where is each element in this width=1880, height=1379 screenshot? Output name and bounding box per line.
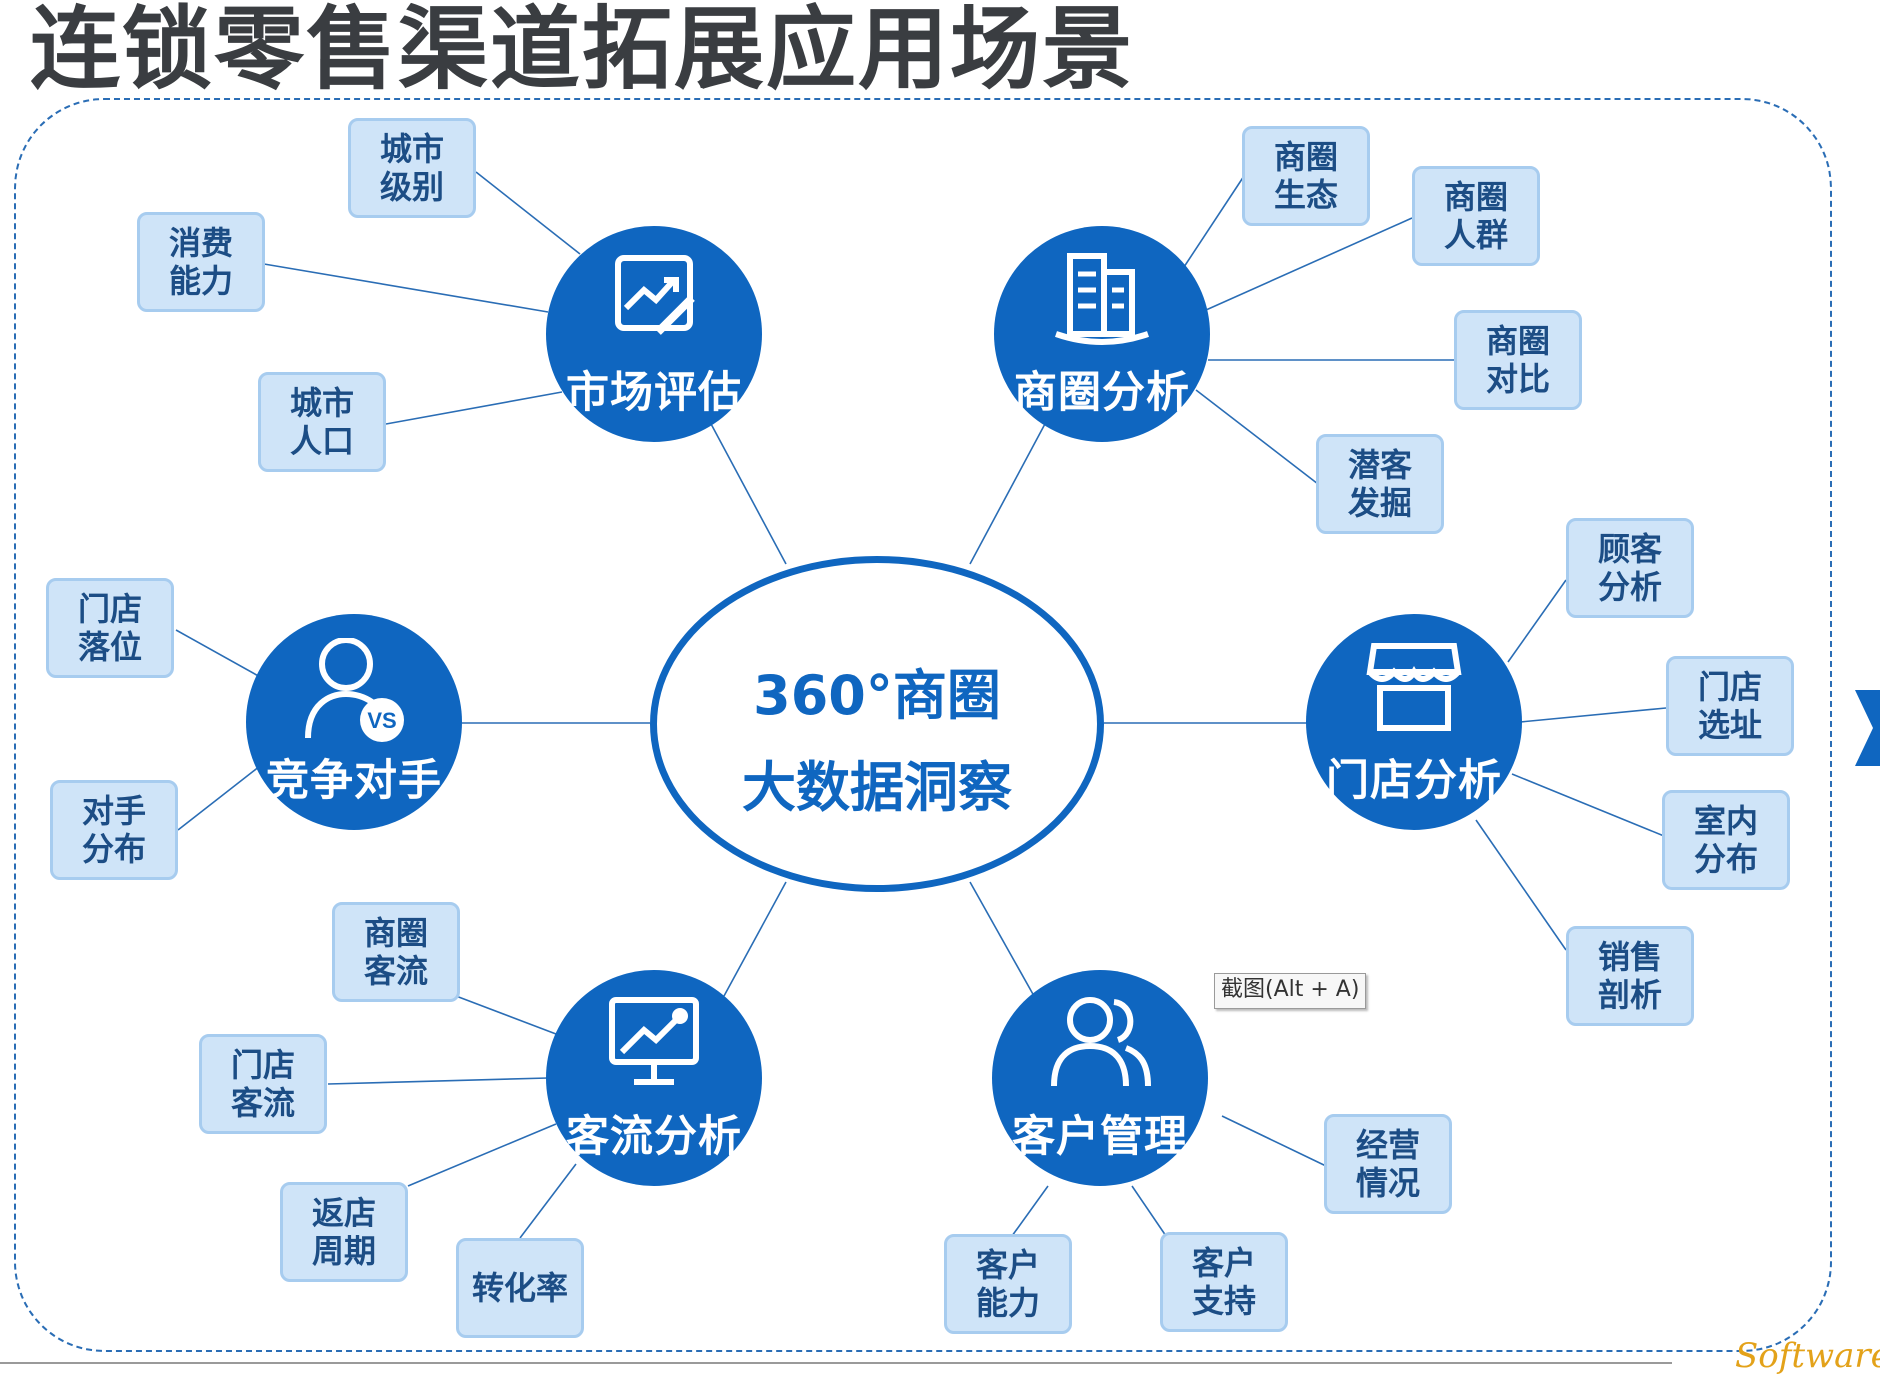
hub-label: 客流分析 bbox=[566, 1112, 742, 1162]
hub-label: 商圈分析 bbox=[1014, 368, 1190, 418]
hub-market-assessment: 市场评估 bbox=[546, 226, 762, 442]
leaf-line: 销售 bbox=[1597, 938, 1662, 976]
leaf-customer-analysis: 顾客分析 bbox=[1566, 518, 1694, 618]
center-title-line2: 大数据洞察 bbox=[742, 756, 1012, 819]
leaf-line: 对比 bbox=[1485, 360, 1550, 398]
bottom-divider bbox=[0, 1362, 1672, 1364]
leaf-line: 分布 bbox=[81, 830, 146, 868]
leaf-line: 客流 bbox=[230, 1084, 295, 1122]
leaf-store-site: 门店选址 bbox=[1666, 656, 1794, 756]
leaf-line: 分布 bbox=[1693, 840, 1758, 878]
leaf-operation-status: 经营情况 bbox=[1324, 1114, 1452, 1214]
leaf-line: 消费 bbox=[168, 224, 233, 262]
leaf-line: 人口 bbox=[289, 422, 354, 460]
hub-store-analysis: 门店分析 bbox=[1306, 614, 1522, 830]
leaf-competitor-distribution: 对手分布 bbox=[50, 780, 178, 880]
leaf-line: 落位 bbox=[77, 628, 142, 666]
monitor-chart-icon bbox=[609, 997, 699, 1085]
leaf-prospect-mining: 潜客发掘 bbox=[1316, 434, 1444, 534]
leaf-line: 经营 bbox=[1355, 1126, 1420, 1164]
leaf-city-population: 城市人口 bbox=[258, 372, 386, 472]
screenshot-tooltip: 截图(Alt + A) bbox=[1214, 973, 1367, 1009]
hub-label: 竞争对手 bbox=[266, 756, 442, 806]
leaf-line: 门店 bbox=[77, 590, 142, 628]
leaf-line: 客流 bbox=[363, 952, 428, 990]
leaf-line: 返店 bbox=[311, 1194, 376, 1232]
leaf-line: 转化率 bbox=[471, 1269, 568, 1307]
leaf-line: 周期 bbox=[311, 1232, 376, 1270]
leaf-line: 顾客 bbox=[1597, 530, 1662, 568]
hub-label: 客户管理 bbox=[1012, 1112, 1188, 1162]
leaf-line: 商圈 bbox=[1443, 178, 1508, 216]
leaf-conversion-rate: 转化率 bbox=[456, 1238, 584, 1338]
leaf-line: 城市 bbox=[379, 130, 444, 168]
leaf-line: 选址 bbox=[1697, 706, 1762, 744]
software-watermark: Software bbox=[1735, 1336, 1880, 1376]
leaf-line: 商圈 bbox=[1485, 322, 1550, 360]
leaf-line: 对手 bbox=[81, 792, 146, 830]
leaf-sales-analysis: 销售剖析 bbox=[1566, 926, 1694, 1026]
leaf-line: 潜客 bbox=[1347, 446, 1412, 484]
leaf-line: 发掘 bbox=[1347, 484, 1412, 522]
leaf-indoor-distribution: 室内分布 bbox=[1662, 790, 1790, 890]
storefront-icon bbox=[1366, 643, 1462, 731]
hub-district-analysis: 商圈分析 bbox=[994, 226, 1210, 442]
center-ellipse: 360°商圈 大数据洞察 bbox=[650, 556, 1104, 892]
leaf-customer-support: 客户支持 bbox=[1160, 1232, 1288, 1332]
leaf-store-traffic: 门店客流 bbox=[199, 1034, 327, 1134]
hub-competitor: VS 竞争对手 bbox=[246, 614, 462, 830]
leaf-return-cycle: 返店周期 bbox=[280, 1182, 408, 1282]
leaf-line: 商圈 bbox=[1273, 138, 1338, 176]
hub-traffic-analysis: 客流分析 bbox=[546, 970, 762, 1186]
page-title: 连锁零售渠道拓展应用场景 bbox=[30, 0, 1134, 102]
leaf-line: 客户 bbox=[975, 1246, 1040, 1284]
leaf-line: 客户 bbox=[1191, 1244, 1256, 1282]
user-vs-icon: VS bbox=[305, 638, 404, 742]
leaf-line: 支持 bbox=[1191, 1282, 1256, 1320]
leaf-consumption-ability: 消费能力 bbox=[137, 212, 265, 312]
leaf-line: 生态 bbox=[1273, 176, 1338, 214]
building-icon bbox=[1055, 253, 1149, 345]
chevron-right-icon[interactable] bbox=[1855, 690, 1880, 766]
leaf-line: 能力 bbox=[975, 1284, 1040, 1322]
hub-customer-management: 客户管理 bbox=[992, 970, 1208, 1186]
leaf-district-compare: 商圈对比 bbox=[1454, 310, 1582, 410]
svg-text:VS: VS bbox=[367, 708, 396, 733]
leaf-line: 情况 bbox=[1355, 1164, 1420, 1202]
leaf-line: 级别 bbox=[379, 168, 444, 206]
leaf-district-crowd: 商圈人群 bbox=[1412, 166, 1540, 266]
leaf-line: 分析 bbox=[1597, 568, 1662, 606]
leaf-customer-ability: 客户能力 bbox=[944, 1234, 1072, 1334]
leaf-district-ecology: 商圈生态 bbox=[1242, 126, 1370, 226]
center-title-line1: 360°商圈 bbox=[753, 664, 1001, 727]
leaf-line: 门店 bbox=[230, 1046, 295, 1084]
leaf-district-traffic: 商圈客流 bbox=[332, 902, 460, 1002]
hub-label: 市场评估 bbox=[566, 368, 742, 418]
hub-label: 门店分析 bbox=[1326, 756, 1502, 806]
trend-chart-icon bbox=[615, 255, 695, 335]
leaf-store-location: 门店落位 bbox=[46, 578, 174, 678]
leaf-line: 剖析 bbox=[1597, 976, 1662, 1014]
leaf-line: 能力 bbox=[168, 262, 233, 300]
leaf-line: 室内 bbox=[1693, 802, 1758, 840]
dashed-frame bbox=[14, 98, 1832, 1352]
leaf-line: 商圈 bbox=[363, 914, 428, 952]
leaf-city-level: 城市级别 bbox=[348, 118, 476, 218]
leaf-line: 城市 bbox=[289, 384, 354, 422]
users-icon bbox=[1051, 997, 1151, 1087]
leaf-line: 门店 bbox=[1697, 668, 1762, 706]
leaf-line: 人群 bbox=[1443, 216, 1508, 254]
